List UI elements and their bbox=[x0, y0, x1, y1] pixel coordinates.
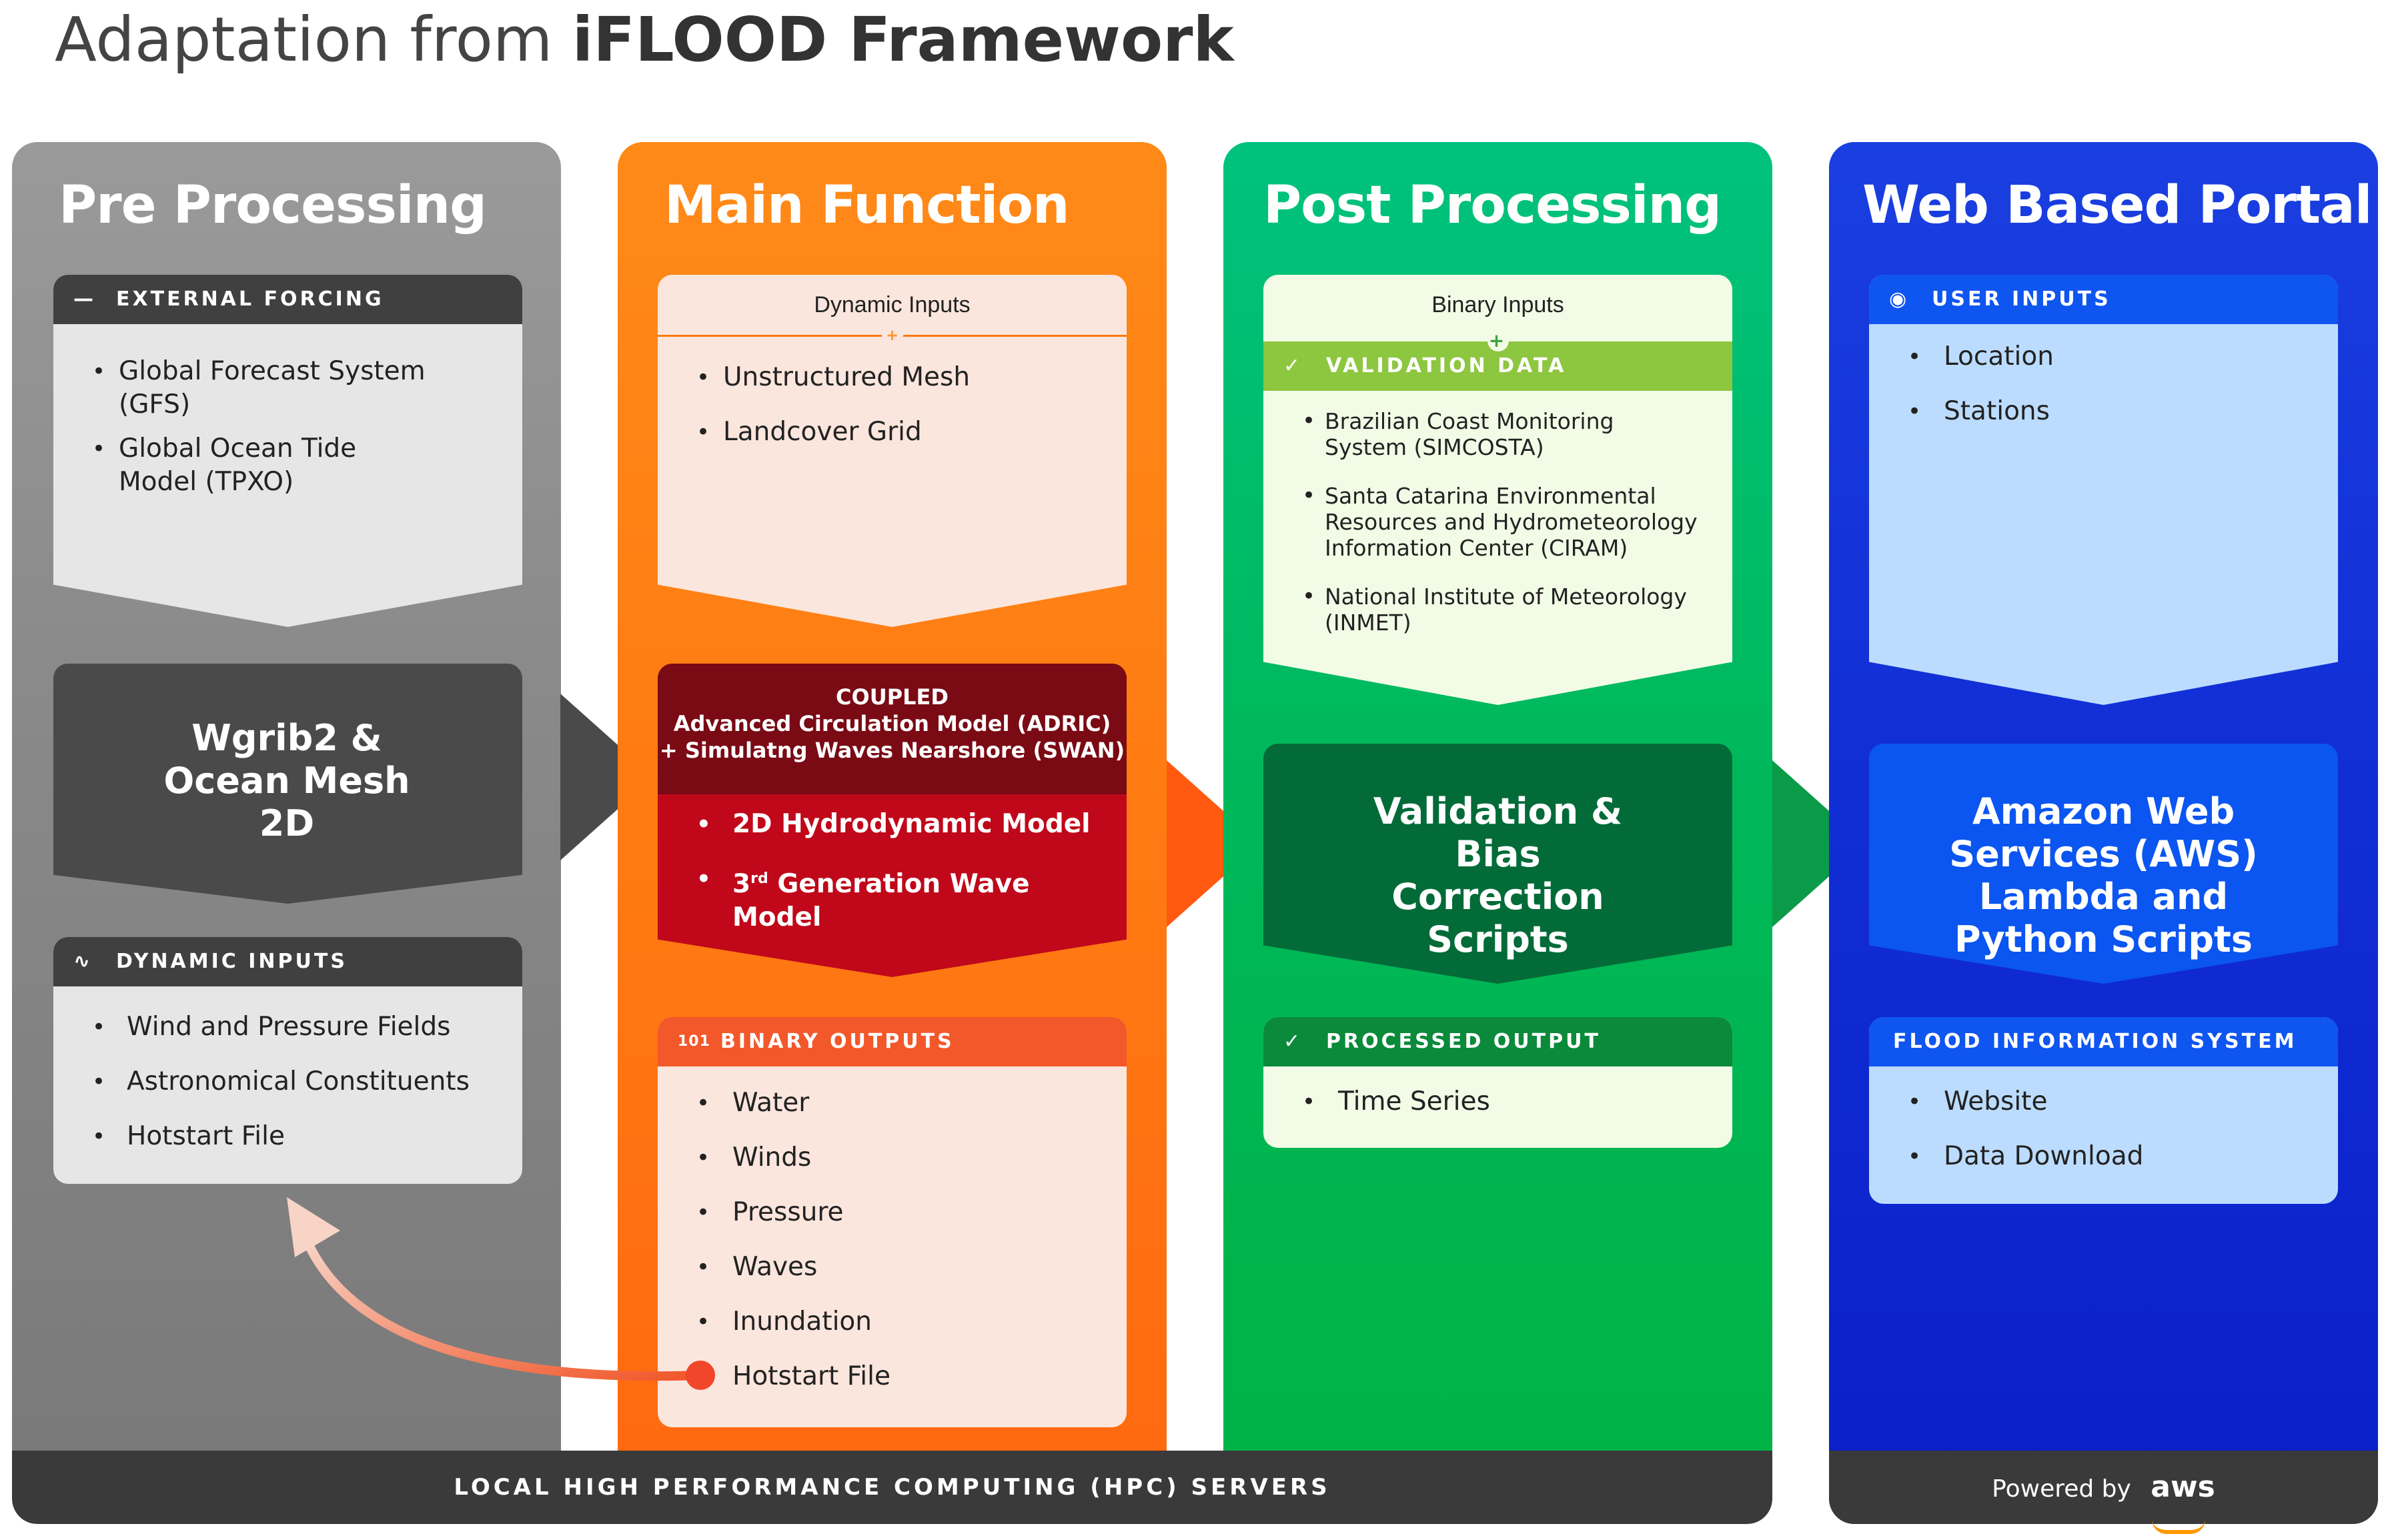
binary-outputs-list: Water Winds Pressure Waves Inundation Ho… bbox=[658, 1086, 1127, 1393]
title-prefix: Adaptation from bbox=[55, 4, 553, 75]
list-item: Waves bbox=[658, 1251, 1127, 1284]
main-dynamic-inputs-list: Unstructured Mesh Landcover Grid bbox=[658, 337, 1127, 449]
main-dynamic-inputs-sub-label: Dynamic Inputs bbox=[814, 292, 971, 317]
post-to-web-arrow bbox=[1772, 760, 1866, 927]
user-inputs-list: Location Stations bbox=[1869, 340, 2338, 428]
aws-process-card: Amazon Web Services (AWS) Lambda and Pyt… bbox=[1869, 744, 2338, 984]
list-item: Hotstart File bbox=[53, 1120, 522, 1153]
dash-icon: — bbox=[73, 287, 96, 311]
aws-logo-text: aws bbox=[2151, 1470, 2215, 1504]
aws-logo: aws bbox=[2151, 1470, 2215, 1534]
external-forcing-card: — EXTERNAL FORCING Global Forecast Syste… bbox=[53, 275, 522, 627]
curved-arrow-icon bbox=[287, 1197, 715, 1390]
external-forcing-list: Global Forecast System (GFS) Global Ocea… bbox=[53, 324, 522, 499]
coupled-model-list: 2D Hydrodynamic Model 3rd Generation Wav… bbox=[658, 808, 1127, 934]
list-item: Location bbox=[1869, 340, 2338, 373]
coupled-line3: + Simulatng Waves Nearshore (SWAN) bbox=[659, 738, 1125, 763]
binary-inputs-sub: Binary Inputs bbox=[1263, 275, 1732, 341]
pre-dynamic-inputs-header: ∿ DYNAMIC INPUTS bbox=[53, 937, 522, 986]
list-item: 2D Hydrodynamic Model bbox=[658, 808, 1127, 841]
user-inputs-title: USER INPUTS bbox=[1932, 287, 2111, 311]
pre-dynamic-inputs-list: Wind and Pressure Fields Astronomical Co… bbox=[53, 986, 522, 1153]
external-forcing-title: EXTERNAL FORCING bbox=[116, 287, 384, 311]
wave-model-suffix: Generation Wave Model bbox=[732, 869, 1030, 932]
main-function-heading: Main Function bbox=[664, 175, 1070, 235]
validation-process-card: Validation & Bias Correction Scripts bbox=[1263, 744, 1732, 984]
binary-inputs-sub-label: Binary Inputs bbox=[1431, 292, 1564, 317]
hpc-servers-bar: LOCAL HIGH PERFORMANCE COMPUTING (HPC) S… bbox=[12, 1451, 1772, 1524]
aws-process-label: Amazon Web Services (AWS) Lambda and Pyt… bbox=[1949, 790, 2258, 960]
validation-data-title: VALIDATION DATA bbox=[1326, 354, 1567, 377]
list-item: Global Forecast System (GFS) bbox=[53, 355, 496, 422]
post-processing-heading: Post Processing bbox=[1263, 175, 1722, 235]
pre-processing-heading: Pre Processing bbox=[59, 175, 487, 235]
list-item: Pressure bbox=[658, 1196, 1127, 1229]
list-item: Inundation bbox=[658, 1305, 1127, 1339]
validation-data-card: Binary Inputs + ✓ VALIDATION DATA Brazil… bbox=[1263, 275, 1732, 705]
aws-smile-icon bbox=[2152, 1519, 2206, 1534]
flood-info-list: Website Data Download bbox=[1869, 1085, 2338, 1173]
wave-icon: ∿ bbox=[73, 950, 93, 973]
pre-dynamic-inputs-card: ∿ DYNAMIC INPUTS Wind and Pressure Field… bbox=[53, 937, 522, 1184]
pre-dynamic-inputs-title: DYNAMIC INPUTS bbox=[116, 950, 348, 973]
list-item: Winds bbox=[658, 1141, 1127, 1175]
binary-icon: 101 bbox=[678, 1033, 710, 1050]
validation-process-label: Validation & Bias Correction Scripts bbox=[1373, 790, 1623, 960]
binary-outputs-title: BINARY OUTPUTS bbox=[720, 1030, 955, 1053]
flood-info-title: FLOOD INFORMATION SYSTEM bbox=[1893, 1030, 2297, 1053]
list-item: Brazilian Coast Monitoring System (SIMCO… bbox=[1263, 408, 1699, 460]
list-item: National Institute of Meteorology (INMET… bbox=[1263, 584, 1699, 636]
web-portal-heading: Web Based Portal bbox=[1862, 175, 2372, 235]
list-item: Stations bbox=[1869, 395, 2338, 428]
plus-icon: + bbox=[881, 325, 903, 346]
binary-outputs-header: 101 BINARY OUTPUTS bbox=[658, 1017, 1127, 1066]
coupled-line2: Advanced Circulation Model (ADRIC) bbox=[673, 711, 1111, 736]
plus-icon: + bbox=[1487, 330, 1509, 351]
list-item: Website bbox=[1869, 1085, 2338, 1118]
user-inputs-header: ◉ USER INPUTS bbox=[1869, 275, 2338, 324]
list-item: Unstructured Mesh bbox=[658, 361, 1127, 394]
main-to-post-arrow bbox=[1167, 760, 1260, 927]
user-icon: ◉ bbox=[1889, 287, 1910, 311]
validation-data-list: Brazilian Coast Monitoring System (SIMCO… bbox=[1263, 408, 1732, 636]
list-item: 3rd Generation Wave Model bbox=[658, 862, 1127, 934]
coupled-model-card: COUPLED Advanced Circulation Model (ADRI… bbox=[658, 664, 1127, 977]
validation-data-header: + ✓ VALIDATION DATA bbox=[1263, 330, 1732, 391]
flood-info-header: FLOOD INFORMATION SYSTEM bbox=[1869, 1017, 2338, 1066]
processed-output-list: Time Series bbox=[1263, 1085, 1732, 1118]
list-item: Astronomical Constituents bbox=[53, 1065, 522, 1098]
powered-by-aws-bar: Powered by aws bbox=[1829, 1451, 2378, 1534]
coupled-line1: COUPLED bbox=[836, 684, 949, 710]
list-item: Water bbox=[658, 1086, 1127, 1120]
list-item: Landcover Grid bbox=[658, 416, 1127, 449]
main-dynamic-inputs-sub: Dynamic Inputs + bbox=[658, 275, 1127, 346]
list-item: Time Series bbox=[1263, 1085, 1732, 1118]
list-item: Data Download bbox=[1869, 1140, 2338, 1173]
flood-info-card: FLOOD INFORMATION SYSTEM Website Data Do… bbox=[1869, 1017, 2338, 1204]
list-item: Santa Catarina Environmental Resources a… bbox=[1263, 483, 1699, 561]
processed-output-title: PROCESSED OUTPUT bbox=[1326, 1030, 1601, 1053]
processed-output-card: ✓ PROCESSED OUTPUT Time Series bbox=[1263, 1017, 1732, 1148]
user-inputs-card: ◉ USER INPUTS Location Stations bbox=[1869, 275, 2338, 705]
title-bold: iFLOOD Framework bbox=[572, 4, 1234, 75]
list-item: Hotstart File bbox=[658, 1360, 1127, 1393]
wave-model-sup: rd bbox=[750, 870, 768, 887]
main-dynamic-inputs-card: Dynamic Inputs + Unstructured Mesh Landc… bbox=[658, 275, 1127, 627]
wgrib2-process-label: Wgrib2 & Ocean Mesh 2D bbox=[163, 717, 410, 844]
wave-model-prefix: 3 bbox=[732, 869, 751, 899]
check-circle-icon: ✓ bbox=[1283, 354, 1303, 377]
binary-outputs-card: 101 BINARY OUTPUTS Water Winds Pressure … bbox=[658, 1017, 1127, 1427]
processed-output-header: ✓ PROCESSED OUTPUT bbox=[1263, 1017, 1732, 1066]
powered-by-label: Powered by bbox=[1992, 1475, 2131, 1503]
wgrib2-process-card: Wgrib2 & Ocean Mesh 2D bbox=[53, 664, 522, 904]
list-item: Wind and Pressure Fields bbox=[53, 1010, 522, 1044]
page-title: Adaptation from iFLOOD Framework bbox=[55, 0, 1234, 80]
pre-to-main-arrow bbox=[560, 694, 654, 860]
coupled-model-header: COUPLED Advanced Circulation Model (ADRI… bbox=[658, 664, 1127, 794]
list-item: Global Ocean Tide Model (TPXO) bbox=[53, 432, 496, 499]
check-circle-icon: ✓ bbox=[1283, 1030, 1303, 1053]
external-forcing-header: — EXTERNAL FORCING bbox=[53, 275, 522, 324]
